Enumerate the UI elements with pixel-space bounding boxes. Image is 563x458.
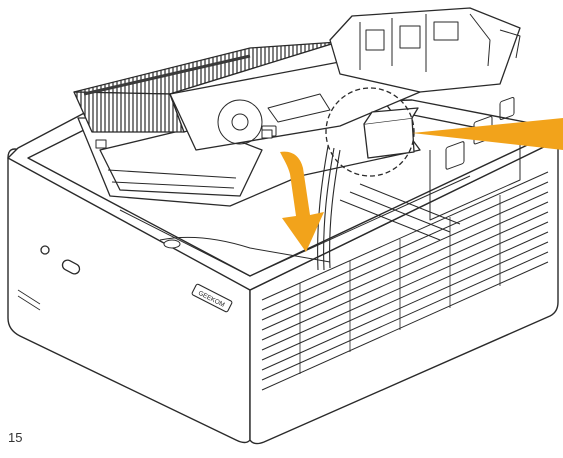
vent-small (17, 289, 41, 311)
port-round (40, 245, 50, 255)
ribbon-cables (317, 145, 341, 271)
callout-circle (325, 87, 415, 177)
front-vents (261, 171, 549, 391)
side-ports (17, 245, 81, 311)
chassis-left-wall (7, 148, 251, 444)
curved-down-arrow-icon (280, 151, 324, 252)
chassis-front-wall (249, 139, 559, 445)
port-usb-c (61, 259, 81, 275)
pointer-arrow-icon (412, 118, 563, 150)
io-bracket (329, 7, 521, 93)
mainboard-assembly (73, 7, 521, 207)
logo-badge: GEEKOM (191, 283, 233, 313)
heatsink-side (73, 91, 185, 133)
page-number: 15 (8, 430, 23, 445)
connector-block (363, 117, 415, 159)
